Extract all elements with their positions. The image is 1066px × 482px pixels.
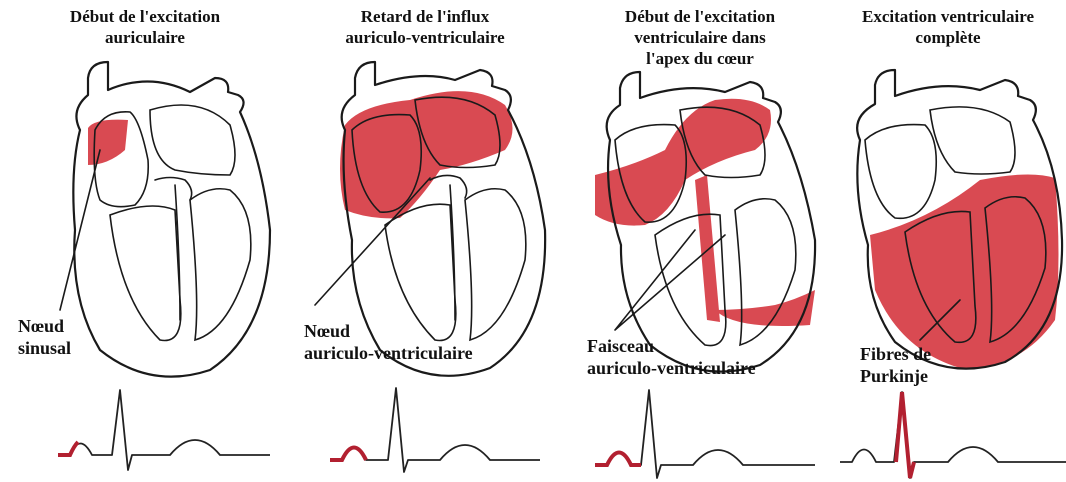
fibers-label: Fibres de Purkinje	[860, 343, 931, 387]
panel-atrial-excitation: Début de l'excitation auriculaire Nœud s…	[0, 0, 270, 482]
node-label: Nœud sinusal	[18, 315, 71, 359]
ecg-trace	[595, 390, 815, 478]
heart-diagram	[290, 0, 560, 482]
node-label: Nœud auriculo-ventriculaire	[304, 320, 473, 364]
ecg-trace	[330, 388, 540, 472]
ecg-highlight	[595, 453, 641, 466]
bundle-label: Faisceau auriculo-ventriculaire	[587, 335, 756, 379]
excitation-bundle	[695, 175, 720, 322]
excitation-region	[595, 99, 771, 226]
ecg-highlight	[58, 442, 78, 455]
ecg-highlight	[330, 448, 366, 461]
ecg-trace	[840, 392, 1066, 478]
heart-diagram	[575, 0, 825, 482]
panel-av-delay: Retard de l'influx auriculo-ventriculair…	[290, 0, 560, 482]
panel-complete-ventricular: Excitation ventriculaire complète Fibres…	[830, 0, 1066, 482]
heart-diagram	[830, 0, 1066, 482]
panel-apex-excitation: Début de l'excitation ventriculaire dans…	[575, 0, 825, 482]
heart-diagram	[0, 0, 270, 482]
ecg-trace	[58, 390, 270, 470]
excitation-region	[340, 91, 513, 218]
pointer-line	[60, 150, 100, 310]
ecg-highlight	[896, 392, 914, 478]
